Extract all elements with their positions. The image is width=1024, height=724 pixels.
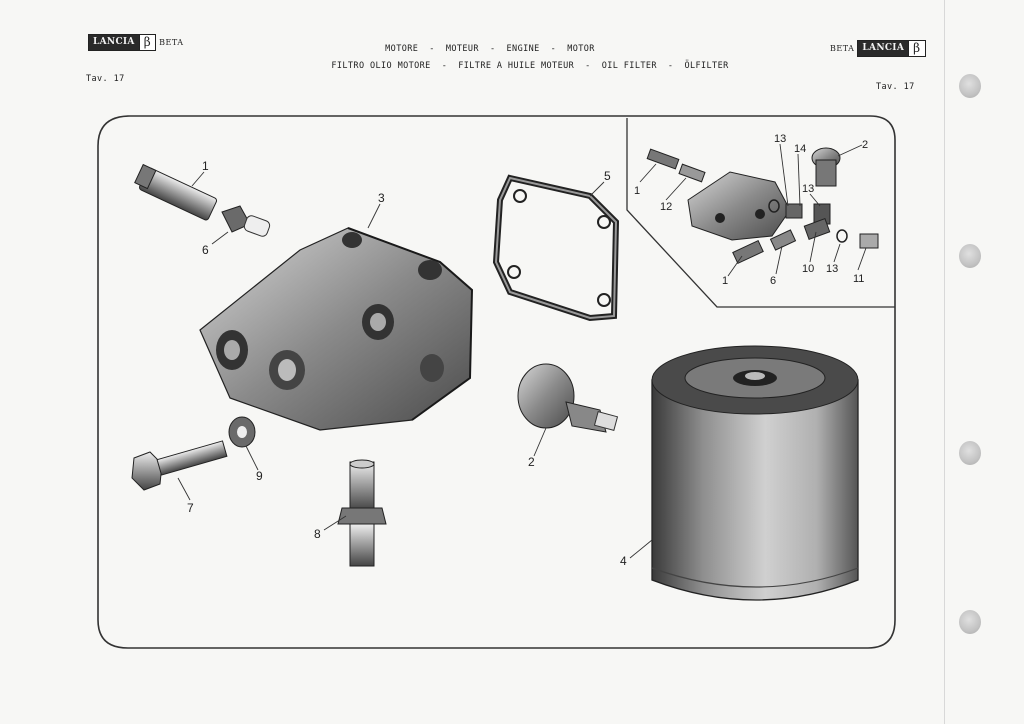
table-number-left: Tav. 17 [86, 74, 125, 84]
part-gasket [492, 174, 620, 322]
callout-number: 1 [202, 159, 209, 173]
part-sleeve [134, 163, 218, 221]
callout-number: 2 [528, 455, 535, 469]
callout-number: 10 [802, 263, 814, 275]
lancia-badge: LANCIA β [88, 34, 157, 51]
page-edge-line [944, 0, 945, 724]
beta-symbol: β [138, 35, 156, 50]
callout-number: 5 [604, 169, 611, 183]
part-washer [228, 416, 256, 448]
inset-assembly [646, 147, 879, 265]
callout-number: 13 [802, 183, 814, 195]
leader-lines [177, 143, 867, 559]
callout-number: 3 [378, 191, 385, 205]
callout-number: 4 [620, 554, 627, 568]
part-filter-housing [199, 227, 474, 431]
lancia-brand-text: LANCIA [89, 35, 139, 50]
part-title: FILTRO OLIO MOTORE - FILTRE A HUILE MOTE… [331, 61, 729, 71]
lancia-brand-text: LANCIA [858, 41, 909, 56]
part-pressure-switch [517, 363, 619, 433]
callout-number: 14 [794, 143, 806, 155]
callout-number: 13 [826, 263, 838, 275]
callout-number: 12 [660, 201, 672, 213]
callout-number: 9 [256, 469, 263, 483]
callout-number: 13 [774, 133, 786, 145]
binder-hole [959, 441, 981, 465]
binder-hole [959, 244, 981, 268]
callout-number: 1 [722, 275, 728, 287]
callout-number: 6 [202, 243, 209, 257]
table-number-right: Tav. 17 [876, 82, 915, 92]
beta-model-text: BETA [830, 44, 855, 53]
illustration-frame [97, 115, 896, 649]
left-lancia-logo: LANCIA β BETA [88, 34, 184, 51]
callout-number: 11 [853, 273, 864, 285]
inset-frame [626, 118, 895, 308]
part-union [337, 459, 387, 567]
beta-model-text: BETA [159, 38, 184, 47]
callout-number: 2 [862, 139, 868, 151]
binder-hole [959, 610, 981, 634]
lancia-badge: LANCIA β [857, 40, 926, 57]
beta-symbol: β [908, 41, 925, 56]
section-title: MOTORE - MOTEUR - ENGINE - MOTOR [385, 44, 595, 54]
callout-number: 6 [770, 275, 776, 287]
part-oil-filter [651, 345, 859, 601]
binder-hole [959, 74, 981, 98]
callout-number: 8 [314, 527, 321, 541]
callout-number: 1 [634, 185, 640, 197]
part-bolt [131, 440, 228, 491]
callout-number: 7 [187, 501, 194, 515]
part-sensor [221, 205, 271, 237]
right-lancia-logo: BETA LANCIA β [830, 40, 926, 57]
